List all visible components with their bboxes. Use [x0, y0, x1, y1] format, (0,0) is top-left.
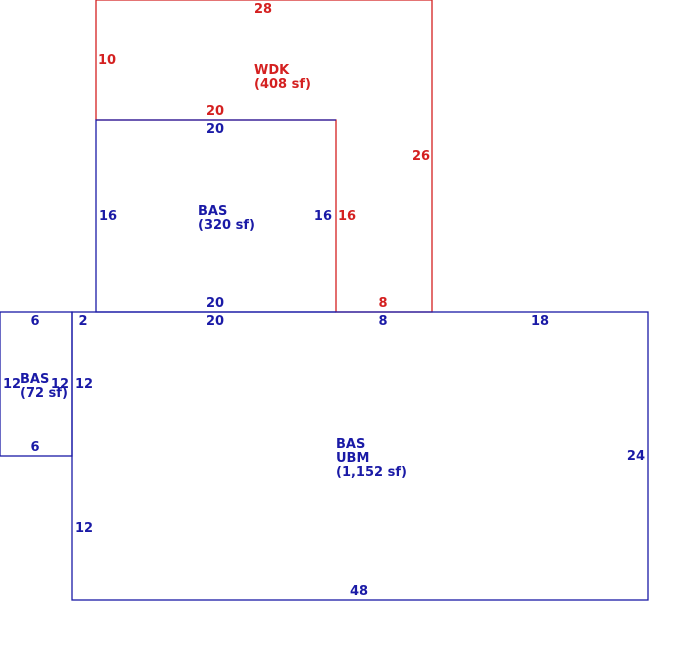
bas-upper-dim-left: 16 [99, 209, 117, 224]
bas-small-area: (72 sf) [20, 386, 68, 401]
bas-small-dim-left: 12 [3, 377, 21, 392]
bas-upper-name: BAS [198, 204, 227, 219]
wdk-dim-left: 10 [98, 53, 116, 68]
bas-small-name: BAS [20, 372, 49, 387]
wdk-dim-inner-top: 20 [206, 104, 224, 119]
bas-main-name: BAS [336, 437, 365, 452]
bas-main-dim-top-c: 8 [378, 314, 387, 329]
wdk-outline [95, 0, 433, 313]
bas-main-outline [71, 311, 649, 601]
bas-upper-area: (320 sf) [198, 218, 255, 233]
bas-upper-dim-bottom: 20 [206, 296, 224, 311]
wdk-dim-right: 26 [412, 149, 430, 164]
wdk-dim-inner-right: 16 [338, 209, 356, 224]
bas-main-dim-top-d: 18 [531, 314, 549, 329]
bas-main-sub: UBM [336, 451, 369, 466]
bas-upper-dim-right: 16 [314, 209, 332, 224]
bas-main-dim-top-a: 2 [78, 314, 87, 329]
wdk-dim-bottom: 8 [378, 296, 387, 311]
bas-main-dim-right: 24 [627, 449, 645, 464]
bas-main-dim-left-lower: 12 [75, 521, 93, 536]
bas-main-dim-top-b: 20 [206, 314, 224, 329]
bas-small-dim-right: 12 [51, 377, 69, 392]
bas-main-dim-left-upper: 12 [75, 377, 93, 392]
wdk-name: WDK [254, 63, 290, 78]
wdk-dim-top: 28 [254, 2, 272, 17]
bas-main-dim-bottom: 48 [350, 584, 368, 599]
bas-small-dim-bottom: 6 [30, 440, 39, 455]
wdk-area: (408 sf) [254, 77, 311, 92]
bas-upper-dim-top: 20 [206, 122, 224, 137]
bas-small-dim-top: 6 [30, 314, 39, 329]
bas-main-area: (1,152 sf) [336, 465, 407, 480]
